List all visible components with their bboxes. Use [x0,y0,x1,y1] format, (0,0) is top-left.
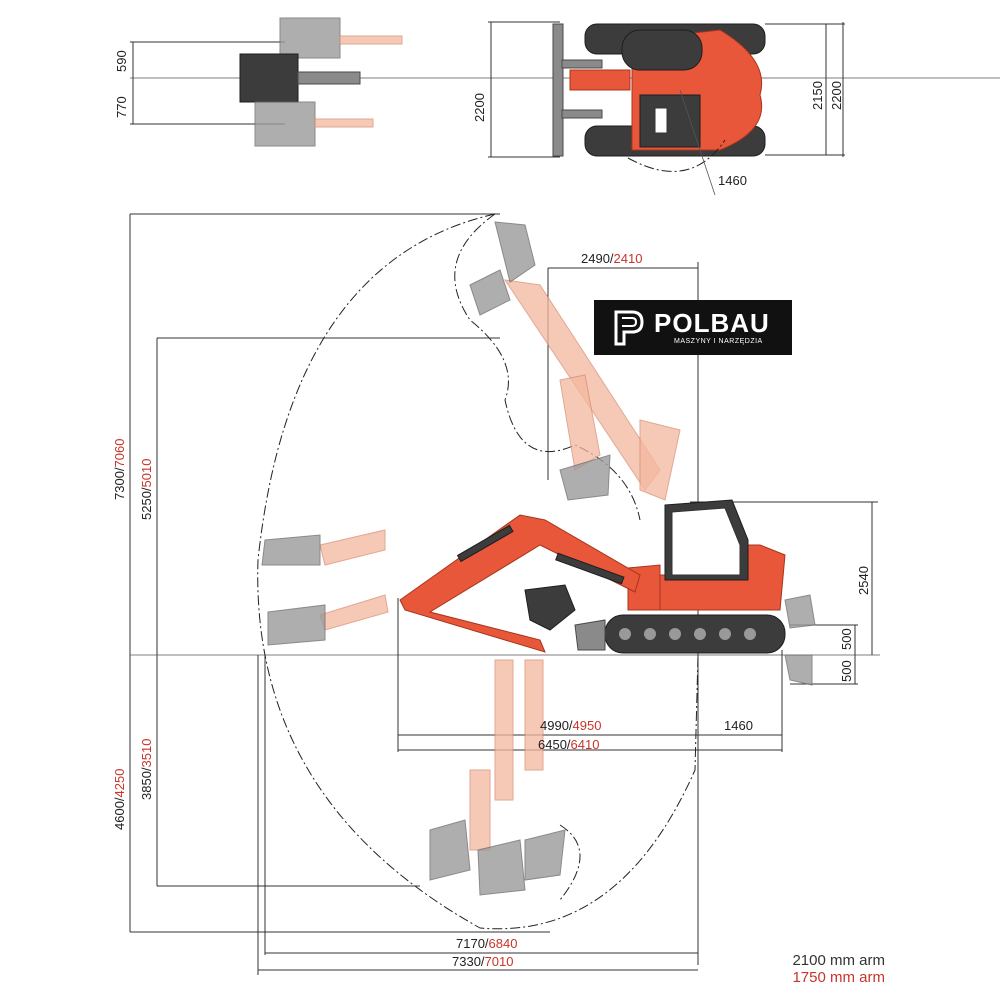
max-dig-depth-label: 4600/4250 [112,769,127,830]
transport-length-label: 6450/6410 [538,737,599,752]
polbau-logo: POLBAU MASZYNY I NARZĘDZIA [594,300,792,355]
top-counterweight [621,29,703,71]
offset-right-attachment [254,101,316,147]
blade-down-label: 500 [839,660,854,682]
max-reach-label: 7330/7010 [452,954,513,969]
top-boom [569,69,631,91]
arm-legend: 2100 mm arm 1750 mm arm [745,952,885,986]
svg-text:7330/7010: 7330/7010 [452,954,513,969]
reach-at-ground-label: 7170/6840 [456,936,517,951]
tail-radius-label: 1460 [718,173,747,188]
blade-up-label: 500 [839,628,854,650]
ghost-arm-positions [261,221,816,896]
boom [399,514,641,653]
offset-right-arm [314,118,374,128]
top-blade [552,23,564,157]
bucket [524,584,576,631]
polbau-logo-mark-icon [614,310,644,346]
offset-left-attachment [279,17,341,59]
brand-subtitle: MASZYNY I NARZĘDZIA [674,338,763,345]
width-overall-label: 2200 [472,93,487,122]
min-swing-radius-label: 2490/2410 [581,251,642,266]
center-arm [297,71,361,85]
center-attachment [239,53,299,103]
tail-offset-label: 1460 [724,718,753,733]
boom-reach-label: 4990/4950 [540,718,601,733]
max-dump-height-label: 5250/5010 [139,459,154,520]
brand-name: POLBAU [654,308,770,338]
max-vertical-wall-label: 3850/3510 [139,739,154,800]
svg-text:3850/3510: 3850/3510 [139,739,154,800]
offset-right-label: 770 [114,96,129,118]
boom-cylinder [456,524,514,563]
max-height-label: 7300/7060 [112,439,127,500]
svg-text:4600/4250: 4600/4250 [112,769,127,830]
svg-text:7300/7060: 7300/7060 [112,439,127,500]
svg-text:4990/4950: 4990/4950 [540,718,601,733]
svg-text:2490/2410: 2490/2410 [581,251,642,266]
track-width-label: 2150 [810,81,825,110]
cab-height-label: 2540 [856,566,871,595]
arm-cylinder [555,552,625,585]
machine-top-view [488,21,845,196]
offset-left-label: 590 [114,50,129,72]
dozer-blade [574,619,606,651]
svg-text:7170/6840: 7170/6840 [456,936,517,951]
top-cab [639,94,701,148]
svg-text:5250/5010: 5250/5010 [139,459,154,520]
cab-window [671,507,741,576]
offset-left-arm [339,35,403,45]
digging-envelope [257,213,699,930]
excavator-side-view [399,499,786,654]
track-width-2-label: 2200 [829,81,844,110]
legend-short-arm: 1750 mm arm [792,969,885,986]
legend-long-arm: 2100 mm arm [792,952,885,969]
svg-text:6450/6410: 6450/6410 [538,737,599,752]
offset-boom-top-view [130,17,1000,147]
